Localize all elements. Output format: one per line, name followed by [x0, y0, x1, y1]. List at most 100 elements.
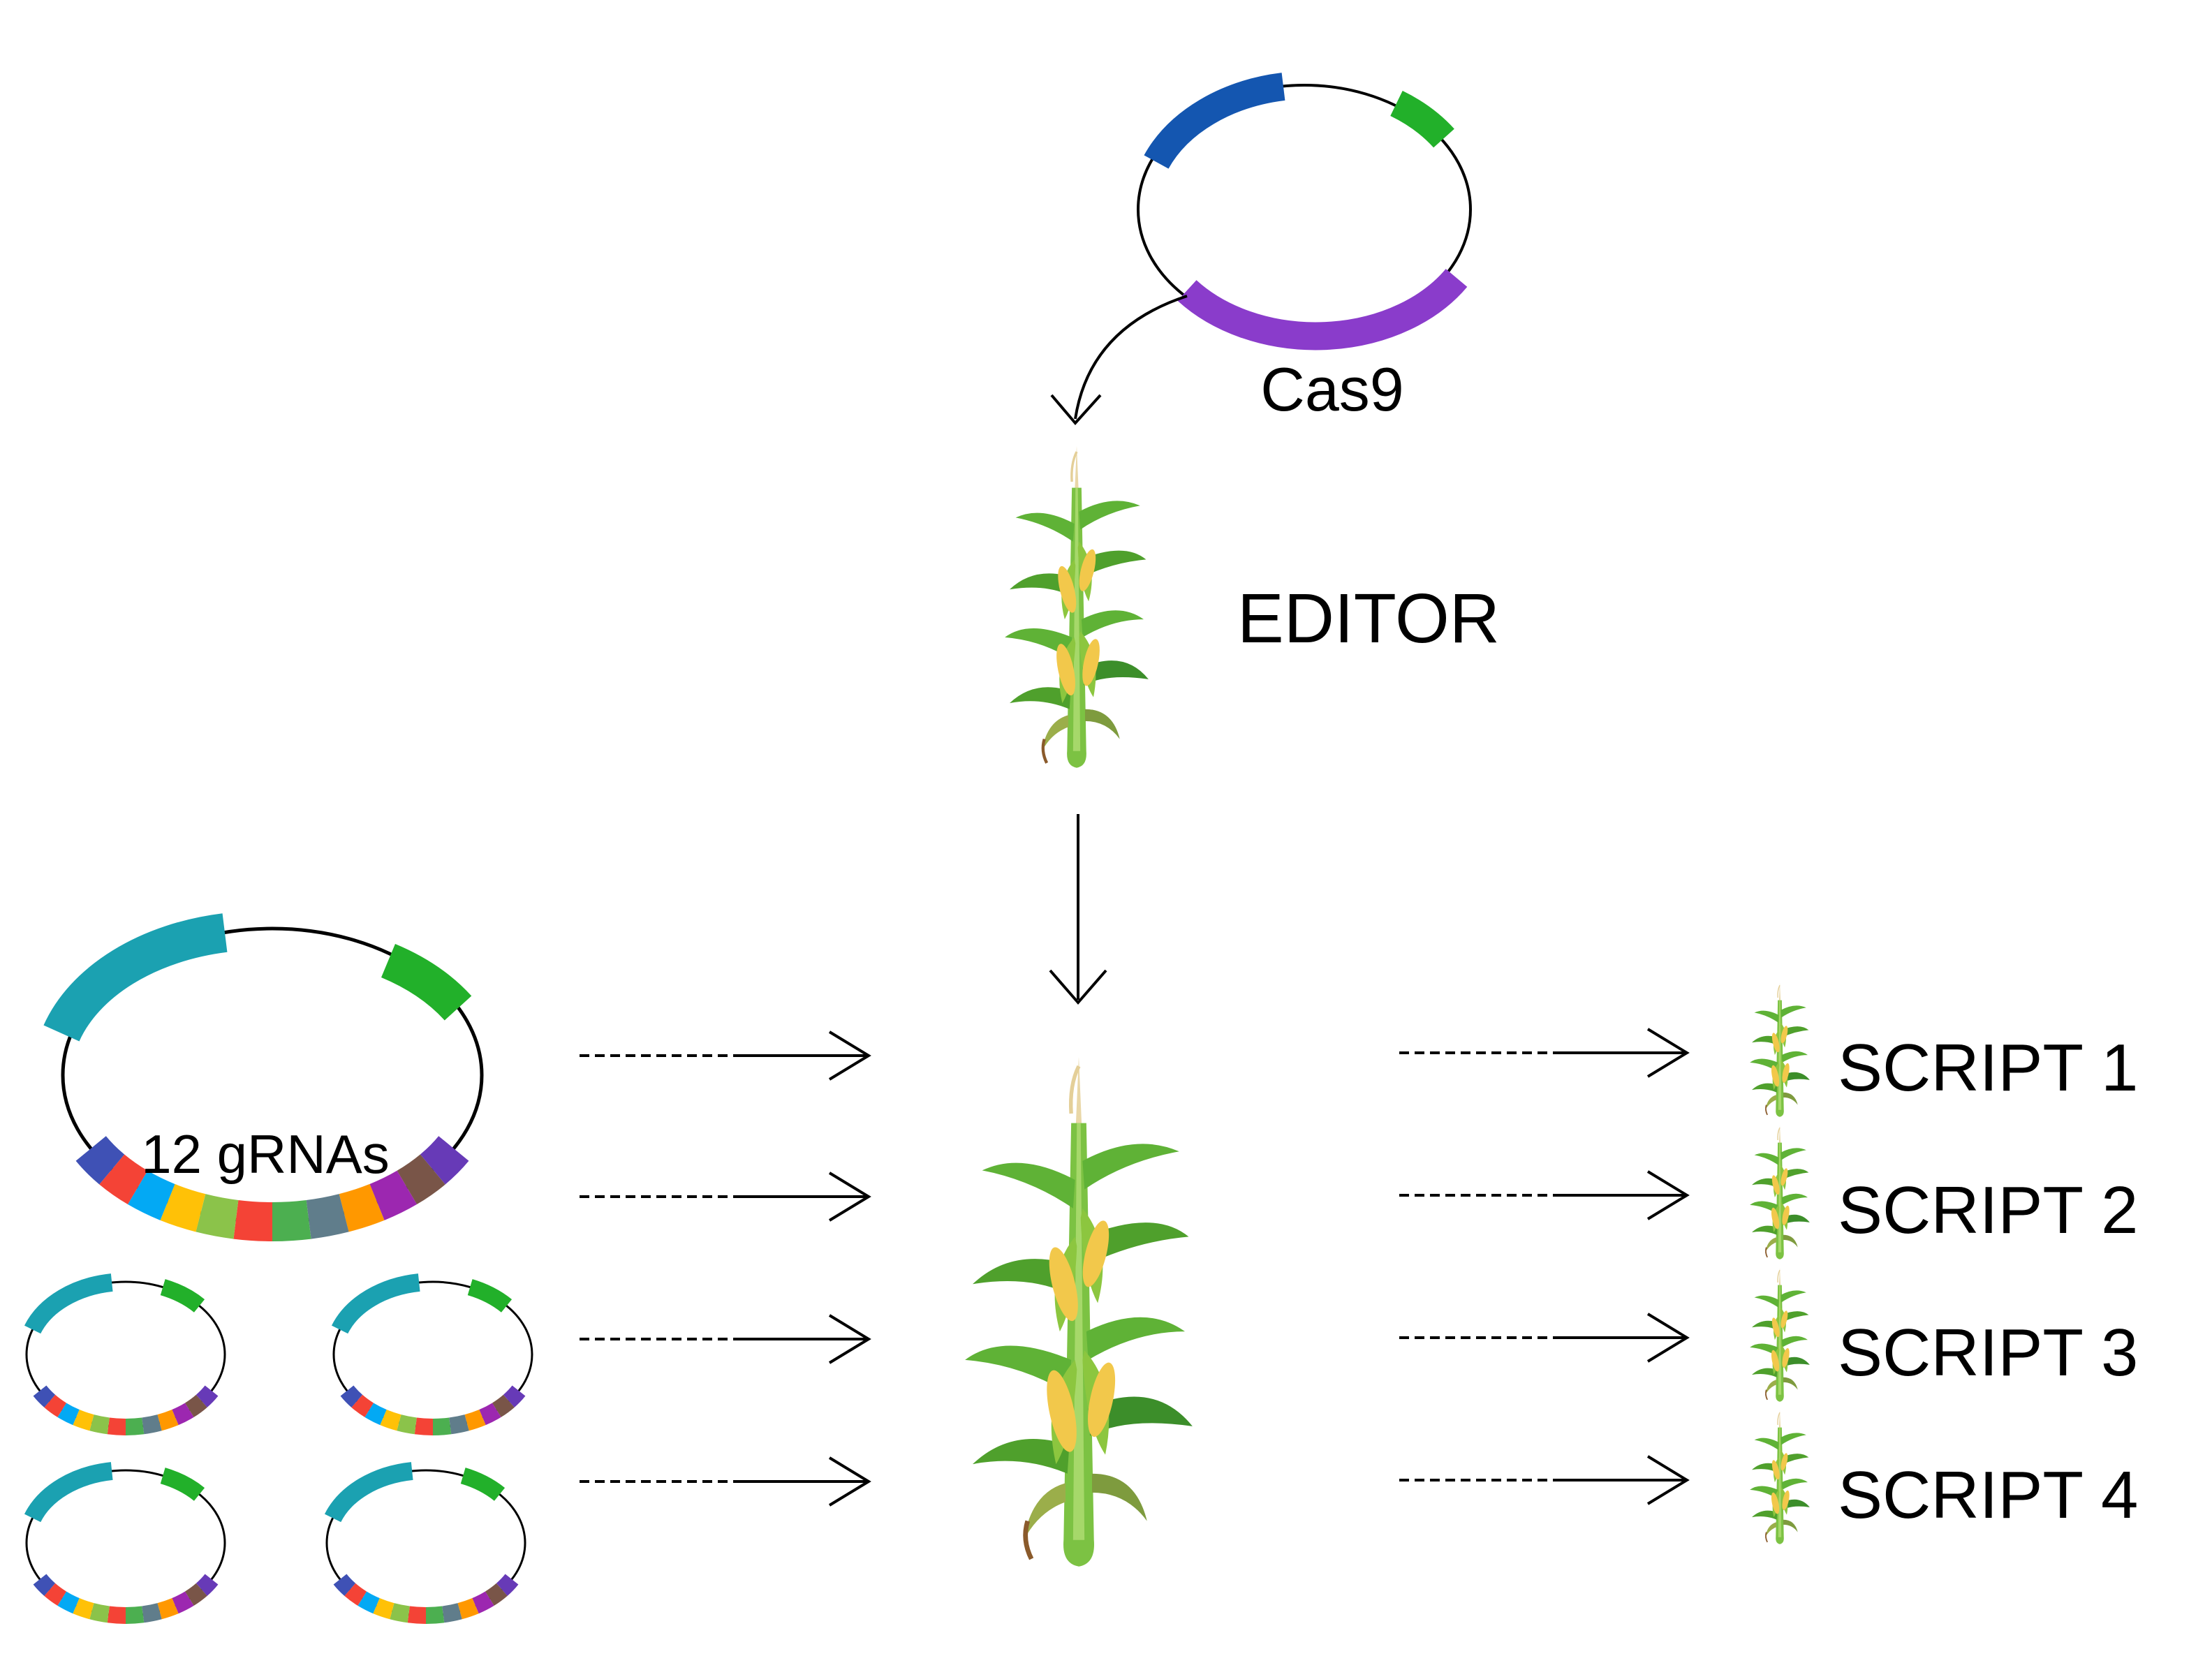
grna-small-1-segment-3: [57, 1403, 80, 1426]
grna-small-2-segment-8: [448, 1414, 469, 1435]
grna-small-3-segment-2: [44, 1583, 67, 1606]
script-4-label: SCRIPT 4: [1838, 1458, 2138, 1532]
grna-small-1-segment-6: [107, 1417, 126, 1435]
grna-small-4-segment-4: [373, 1597, 395, 1620]
cas9-plasmid: [1137, 73, 1472, 350]
grna-small-4-segment-1: [333, 1574, 356, 1596]
grna-small-4-segment-5: [390, 1603, 411, 1623]
grna-small-3-segment-10: [172, 1591, 194, 1614]
grna-large-segment-4: [160, 1183, 206, 1232]
grna-small-3-segment-6: [107, 1606, 126, 1624]
grna-plasmid-small-4: [324, 1462, 526, 1624]
grna-small-2-segment-9: [464, 1409, 486, 1431]
grna-plasmid-small-1-teal-segment: [24, 1273, 113, 1334]
grna-array-large: [75, 1135, 469, 1241]
output-arrow-1-head: [1646, 1028, 1690, 1078]
grna-small-4-segment-8: [441, 1603, 462, 1623]
grna-large-segment-8: [306, 1194, 349, 1239]
grna-plasmid-set-small: [24, 1273, 533, 1624]
grna-small-2-segment-3: [364, 1403, 387, 1426]
output-arrow-2: [1399, 1170, 1690, 1220]
grna-small-3-segment-9: [157, 1597, 179, 1620]
output-arrows: [1399, 1028, 1690, 1505]
script-1-plant-icon: [1748, 982, 1811, 1118]
output-arrow-3: [1399, 1313, 1690, 1363]
grna-small-1-segment-7: [125, 1417, 145, 1435]
cas9-arrowhead: [1050, 394, 1102, 426]
grna-large-segment-6: [233, 1199, 273, 1241]
input-arrow-1-head: [828, 1030, 871, 1081]
editor-arrowhead: [1049, 969, 1107, 1005]
grna-plasmid-small-4-green-marker: [460, 1468, 506, 1501]
output-arrow-4-head: [1646, 1455, 1690, 1505]
grna-small-2-segment-2: [351, 1394, 374, 1417]
grna-plasmid-small-4-teal-segment: [324, 1462, 413, 1523]
grna-small-4-segment-10: [472, 1591, 494, 1614]
grna-small-2-segment-12: [503, 1385, 526, 1407]
grna-small-2-segment-10: [479, 1403, 501, 1426]
input-arrow-1: [580, 1030, 871, 1081]
script-4-plant-icon: [1748, 1409, 1811, 1546]
cas9-green-marker: [1389, 91, 1454, 148]
grna-plasmid-small-3-teal-segment: [24, 1462, 113, 1523]
grna-small-2-segment-5: [397, 1414, 418, 1435]
grna-small-2-segment-11: [492, 1394, 515, 1417]
grna-small-4-segment-11: [485, 1583, 508, 1606]
output-arrow-2-head: [1646, 1170, 1690, 1220]
grna-small-2-segment-4: [380, 1409, 401, 1431]
cas9-label: Cas9: [1260, 355, 1403, 424]
grna-small-3-segment-8: [141, 1603, 162, 1623]
grna-small-1-segment-5: [89, 1414, 110, 1435]
grna-large-segment-2: [99, 1154, 148, 1205]
script-3-label: SCRIPT 3: [1838, 1315, 2138, 1390]
grna-small-4-segment-9: [457, 1597, 479, 1620]
script-2-plant-icon: [1748, 1124, 1811, 1261]
grna-small-1-segment-2: [44, 1394, 67, 1417]
grna-small-4-segment-6: [407, 1606, 427, 1624]
input-arrow-2-head: [828, 1172, 871, 1222]
cas9-purple-segment: [1177, 268, 1468, 350]
grna-plasmid-small-1-green-marker: [160, 1279, 205, 1313]
grna-plasmid-small-1: [24, 1273, 226, 1435]
grna-large-segment-1: [75, 1135, 125, 1185]
grna-large-segment-3: [128, 1170, 175, 1220]
editor-label: EDITOR: [1237, 579, 1500, 658]
grna-small-4-segment-3: [357, 1591, 380, 1614]
grna-small-2-segment-1: [340, 1385, 363, 1407]
grna-large-segment-10: [369, 1170, 417, 1220]
grna-small-3-segment-4: [73, 1597, 94, 1620]
cas9-to-editor-arrow: [1074, 295, 1188, 420]
grna-large-segment-7: [272, 1199, 311, 1241]
grna-small-3-segment-12: [196, 1574, 219, 1596]
input-arrow-3-head: [828, 1314, 871, 1364]
grna-plasmid-large: [43, 913, 484, 1241]
grna-plasmid-small-2-green-marker: [467, 1279, 513, 1313]
grna-small-3-segment-3: [57, 1591, 80, 1614]
input-arrow-4: [580, 1456, 871, 1507]
grna-small-1-segment-8: [141, 1414, 162, 1435]
grna-label: 12 gRNAs: [141, 1123, 390, 1185]
grna-small-1-segment-11: [184, 1394, 207, 1417]
input-arrow-3: [580, 1314, 871, 1364]
grna-small-1-segment-1: [33, 1385, 56, 1407]
grna-small-2-segment-6: [414, 1417, 434, 1435]
grna-plasmid-small-2-teal-segment: [331, 1273, 420, 1334]
grna-small-1-segment-4: [73, 1409, 94, 1431]
grna-small-3-segment-7: [125, 1606, 145, 1624]
editor-plant-icon: [1005, 446, 1149, 768]
grna-large-segment-9: [339, 1183, 385, 1232]
grna-plasmid-teal-segment: [43, 913, 228, 1042]
grna-small-3-segment-11: [184, 1583, 207, 1606]
input-arrow-2: [580, 1172, 871, 1222]
grna-plasmid-small-3: [24, 1462, 226, 1624]
script-2-label: SCRIPT 2: [1838, 1173, 2138, 1248]
grna-small-3-segment-1: [33, 1574, 56, 1596]
grna-plasmid-small-2: [331, 1273, 533, 1435]
grna-small-3-segment-5: [89, 1603, 110, 1623]
input-arrows: [580, 1030, 871, 1507]
grna-plasmid-small-3-green-marker: [160, 1468, 205, 1501]
grna-small-1-segment-12: [196, 1385, 219, 1407]
cas9-blue-segment: [1144, 73, 1285, 170]
output-arrow-3-head: [1646, 1313, 1690, 1363]
